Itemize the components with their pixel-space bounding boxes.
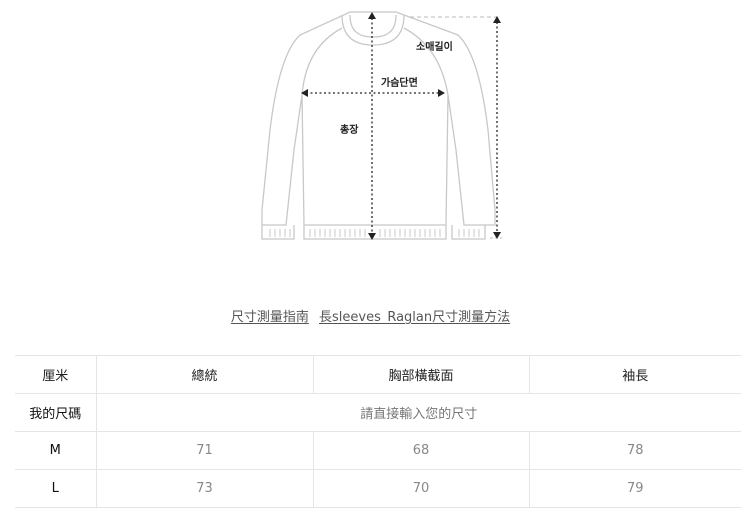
header-sleeve-length: 袖長 <box>528 355 741 394</box>
table-row: L 73 70 79 <box>15 469 741 508</box>
total-length-value: 73 <box>95 469 313 508</box>
chest-width-value: 70 <box>312 469 529 508</box>
size-guide-links: 尺寸測量指南 長sleeves_Raglan尺寸測量方法 <box>0 306 741 325</box>
chest-width-label: 가슴단면 <box>381 78 418 89</box>
header-chest-width: 胸部橫截面 <box>312 355 529 394</box>
table-header-row: 厘米 總統 胸部橫截面 袖長 <box>15 355 741 394</box>
size-label: L <box>15 469 96 508</box>
size-label: M <box>15 431 96 470</box>
sleeve-length-label: 소매길이 <box>416 42 453 53</box>
sleeve-length-value: 79 <box>528 469 741 508</box>
size-measurement-guide-link[interactable]: 尺寸測量指南 <box>230 310 309 325</box>
size-table: 厘米 總統 胸部橫截面 袖長 我的尺碼 請直接輸入您的尺寸 M 71 68 78… <box>15 355 741 508</box>
total-length-value: 71 <box>95 431 313 470</box>
my-size-input-prompt[interactable]: 請直接輸入您的尺寸 <box>95 393 741 432</box>
header-total-length: 總統 <box>95 355 313 394</box>
raglan-measurement-method-link[interactable]: 長sleeves_Raglan尺寸測量方法 <box>319 310 511 325</box>
sweater-diagram-icon <box>261 11 502 240</box>
my-size-row: 我的尺碼 請直接輸入您的尺寸 <box>15 393 741 432</box>
my-size-label: 我的尺碼 <box>15 393 96 432</box>
total-length-label: 총장 <box>340 125 359 136</box>
sweater-size-illustration: 소매길이 가슴단면 총장 <box>250 0 510 250</box>
table-row: M 71 68 78 <box>15 431 741 470</box>
header-unit: 厘米 <box>15 355 96 394</box>
chest-width-value: 68 <box>312 431 529 470</box>
sleeve-length-value: 78 <box>528 431 741 470</box>
